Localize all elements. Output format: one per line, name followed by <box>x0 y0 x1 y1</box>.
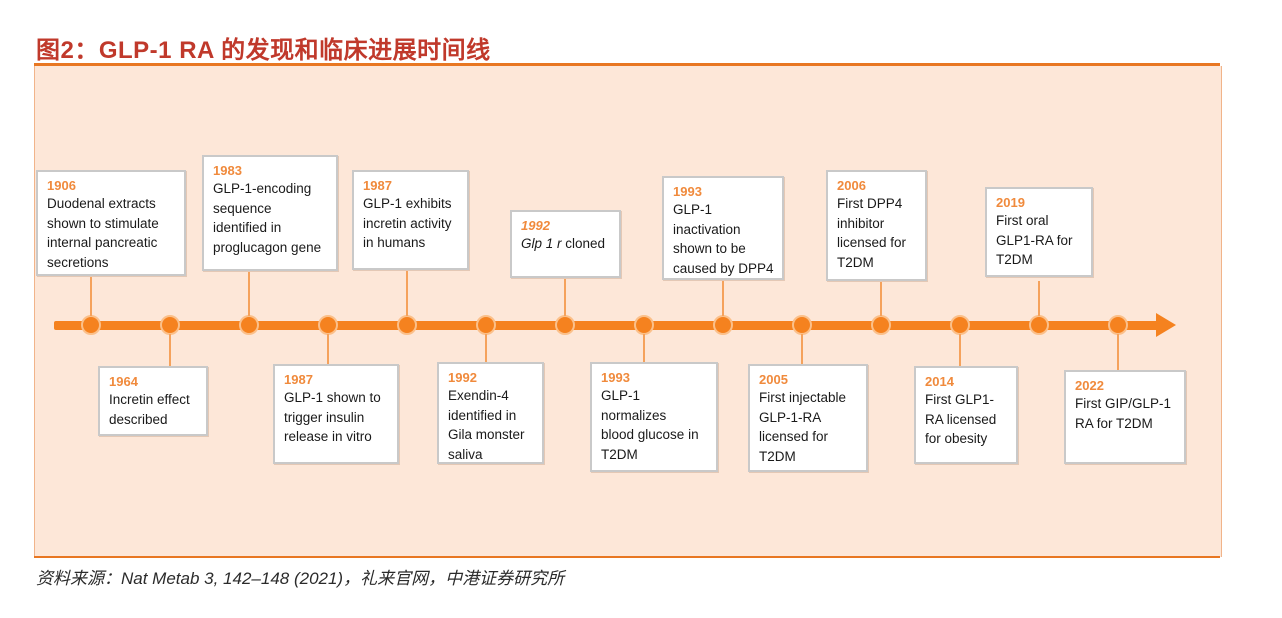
event-box-2006: 2006 First DPP4 inhibitor licensed for T… <box>826 170 927 281</box>
timeline-dot <box>81 315 101 335</box>
timeline-panel <box>34 66 1222 557</box>
event-box-1992-exendin: 1992 Exendin-4 identified in Gila monste… <box>437 362 544 464</box>
event-box-1992-cloned: 1992 Glp 1 r cloned <box>510 210 621 278</box>
connector-line <box>880 281 882 316</box>
timeline-arrowhead <box>1156 313 1176 337</box>
timeline-dot <box>1108 315 1128 335</box>
event-year: 2006 <box>837 178 866 193</box>
connector-line <box>564 278 566 316</box>
event-year: 2005 <box>759 372 788 387</box>
event-description: GLP-1-encoding sequence identified in pr… <box>213 181 322 255</box>
event-box-2019: 2019 First oral GLP1-RA for T2DM <box>985 187 1093 277</box>
connector-line <box>248 270 250 316</box>
timeline-dot <box>397 315 417 335</box>
source-note: 资料来源：Nat Metab 3, 142–148 (2021)，礼来官网，中港… <box>36 569 565 588</box>
timeline-dot <box>950 315 970 335</box>
timeline-axis <box>54 321 1158 330</box>
connector-line <box>643 334 645 362</box>
connector-line <box>169 334 171 366</box>
event-year: 2022 <box>1075 378 1104 393</box>
timeline-dot <box>713 315 733 335</box>
event-description: First GIP/GLP-1 RA for T2DM <box>1075 396 1172 431</box>
event-year: 1993 <box>601 370 630 385</box>
event-year: 1987 <box>363 178 392 193</box>
event-description: GLP-1 inactivation shown to be caused by… <box>673 202 774 276</box>
event-description: First oral GLP1-RA for T2DM <box>996 213 1073 267</box>
event-description: First GLP1- RA licensed for obesity <box>925 392 997 446</box>
timeline-dot <box>318 315 338 335</box>
event-description: Duodenal extracts shown to stimulate int… <box>47 196 159 270</box>
event-year: 2019 <box>996 195 1025 210</box>
timeline-dot <box>555 315 575 335</box>
event-description: First injectable GLP-1-RA licensed for T… <box>759 390 847 464</box>
event-year: 1992 <box>521 218 550 233</box>
event-description: GLP-1 normalizes blood glucose in T2DM <box>601 388 699 462</box>
event-year: 2014 <box>925 374 954 389</box>
event-year: 1983 <box>213 163 242 178</box>
event-description: GLP-1 exhibits incretin activity in huma… <box>363 196 452 250</box>
event-description: First DPP4 inhibitor licensed for T2DM <box>837 196 907 270</box>
timeline-dot <box>871 315 891 335</box>
connector-line <box>485 334 487 362</box>
event-box-1993-dpp4: 1993 GLP-1 inactivation shown to be caus… <box>662 176 784 280</box>
timeline-dot <box>160 315 180 335</box>
event-description: GLP-1 shown to trigger insulin release i… <box>284 390 381 444</box>
connector-line <box>959 334 961 366</box>
event-year: 1993 <box>673 184 702 199</box>
connector-line <box>1038 281 1040 316</box>
event-description: Exendin-4 identified in Gila monster sal… <box>448 388 525 462</box>
event-year: 1987 <box>284 372 313 387</box>
connector-line <box>722 280 724 316</box>
event-box-2014: 2014 First GLP1- RA licensed for obesity <box>914 366 1018 464</box>
event-box-2005: 2005 First injectable GLP-1-RA licensed … <box>748 364 868 472</box>
event-description: Glp 1 r cloned <box>521 234 611 254</box>
connector-line <box>1117 334 1119 370</box>
event-box-1964: 1964 Incretin effect described <box>98 366 208 436</box>
event-box-1983: 1983 GLP-1-encoding sequence identified … <box>202 155 338 271</box>
event-year: 1964 <box>109 374 138 389</box>
connector-line <box>90 276 92 316</box>
timeline-dot <box>634 315 654 335</box>
gene-name: Glp 1 r <box>521 236 562 251</box>
timeline-dot <box>476 315 496 335</box>
timeline-dot <box>1029 315 1049 335</box>
connector-line <box>327 334 329 364</box>
event-box-2022: 2022 First GIP/GLP-1 RA for T2DM <box>1064 370 1186 464</box>
event-box-1993-glucose: 1993 GLP-1 normalizes blood glucose in T… <box>590 362 718 472</box>
figure-title: 图2：GLP-1 RA 的发现和临床进展时间线 <box>36 37 491 64</box>
event-year: 1906 <box>47 178 76 193</box>
event-box-1987-vitro: 1987 GLP-1 shown to trigger insulin rele… <box>273 364 399 464</box>
event-box-1987-humans: 1987 GLP-1 exhibits incretin activity in… <box>352 170 469 270</box>
connector-line <box>406 270 408 316</box>
event-year: 1992 <box>448 370 477 385</box>
top-rule <box>34 63 1220 66</box>
event-box-1906: 1906 Duodenal extracts shown to stimulat… <box>36 170 186 276</box>
bottom-rule <box>34 556 1220 558</box>
timeline-dot <box>792 315 812 335</box>
event-description-rest: cloned <box>561 236 606 251</box>
connector-line <box>801 334 803 364</box>
timeline-dot <box>239 315 259 335</box>
event-description: Incretin effect described <box>109 392 190 427</box>
